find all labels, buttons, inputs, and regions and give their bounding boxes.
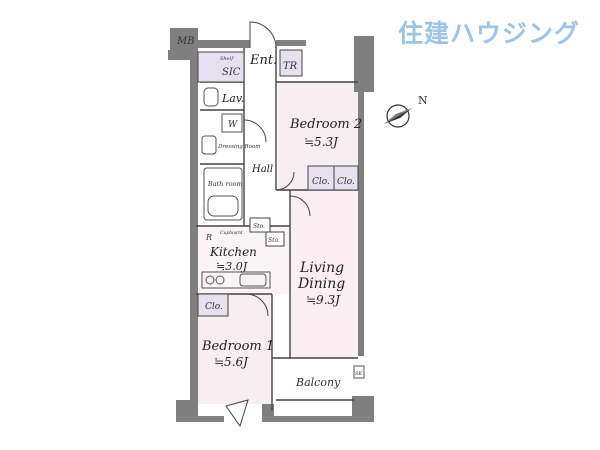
brand-logo: 住建ハウジング [398,19,581,48]
storage-boxes [197,49,359,317]
label-sk: SK [355,371,362,377]
label-mb: MB [176,36,195,47]
label-living-size: ≒9.3J [306,293,341,307]
label-sto-2: Sto. [268,237,280,244]
label-dressing: Dressing Room [217,144,261,150]
label-bedroom1-name: Bedroom 1 [201,339,274,354]
label-cupboard: Cupboard [220,230,243,236]
label-kitchen-size: ≒3.0J [216,260,248,273]
label-living-1: Living [299,260,344,276]
interior-walls [196,46,358,410]
label-living-2: Dining [297,276,345,292]
label-shelf: Shelf [220,56,234,62]
label-balcony: Balcony [295,376,341,389]
label-r: R [205,233,212,242]
label-tr: TR [283,61,298,72]
label-clo-1: Clo. [312,177,330,187]
outer-walls [168,28,374,422]
label-bedroom1-size: ≒5.6J [214,355,249,369]
label-hall: Hall [251,164,273,175]
door-swings [225,21,311,428]
label-bedroom2-name: Bedroom 2 [289,117,362,132]
label-kitchen-name: Kitchen [209,245,257,259]
label-clo-3: Clo. [205,302,223,312]
compass-label: N [418,94,428,107]
label-sto-1: Sto. [253,223,265,230]
label-clo-2: Clo. [337,177,355,187]
label-w: W [228,120,238,130]
label-sic: SIC [222,67,241,78]
label-entrance: Ent. [249,53,277,68]
living-floor [290,190,358,358]
label-bedroom2-size: ≒5.3J [304,135,339,149]
compass-icon [384,104,412,128]
fixtures [201,87,365,379]
label-lav: Lav. [221,92,244,105]
label-bath: Bath room [207,180,243,188]
